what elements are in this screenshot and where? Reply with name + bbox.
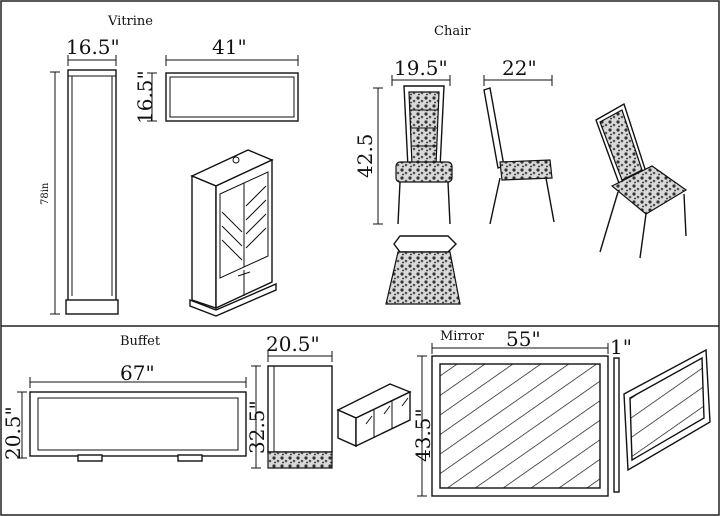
buffet-side-height-dim: 32.5"	[245, 400, 269, 454]
vitrine-height-dim: 78in	[40, 182, 51, 205]
section-title-chair: Chair	[434, 24, 471, 39]
chair-front-seat	[395, 161, 453, 183]
mirror-front-glass	[439, 363, 601, 489]
chair-width-dim: 19.5"	[394, 56, 448, 80]
mirror-height-dim: 43.5"	[411, 408, 435, 462]
section-title-vitrine: Vitrine	[107, 14, 153, 29]
chair-group: Chair 19.5" 42.5 22"	[353, 24, 688, 305]
section-title-buffet: Buffet	[120, 334, 161, 349]
buffet-depth-dim: 20.5"	[266, 332, 320, 356]
mirror-width-dim: 55"	[506, 327, 541, 351]
chair-perspective-seat	[610, 165, 688, 215]
vitrine-front-base	[65, 299, 119, 315]
buffet-height-dim: 20.5"	[1, 406, 25, 460]
mirror-group: Mirror 55" 43.5" 1"	[411, 327, 711, 497]
chair-side-seat	[499, 159, 553, 181]
mirror-depth-dim: 1"	[610, 335, 632, 359]
chair-depth-dim: 22"	[502, 56, 537, 80]
vitrine-top-view	[165, 72, 299, 122]
mirror-side-profile	[613, 357, 620, 493]
chair-perspective	[595, 102, 688, 259]
vitrine-width-dim: 16.5"	[66, 35, 120, 59]
buffet-side-base	[267, 451, 333, 469]
buffet-front-body	[29, 391, 247, 457]
buffet-width-dim: 67"	[120, 361, 155, 385]
buffet-perspective	[336, 383, 412, 448]
vitrine-front-body	[67, 69, 117, 303]
chair-top-seat	[385, 251, 461, 305]
buffet-group: Buffet 67" 20.5" 20.5" 32.5"	[1, 332, 412, 469]
buffet-side-body	[267, 365, 333, 453]
mirror-front-frame	[431, 355, 609, 497]
vitrine-group: Vitrine 16.5" 78in 41" 16.5"	[40, 14, 299, 317]
vitrine-top-width-dim: 41"	[212, 35, 247, 59]
chair-height-dim: 42.5	[353, 133, 377, 178]
vitrine-perspective	[189, 149, 277, 317]
section-title-mirror: Mirror	[440, 329, 485, 344]
vitrine-top-depth-dim: 16.5"	[133, 70, 157, 124]
